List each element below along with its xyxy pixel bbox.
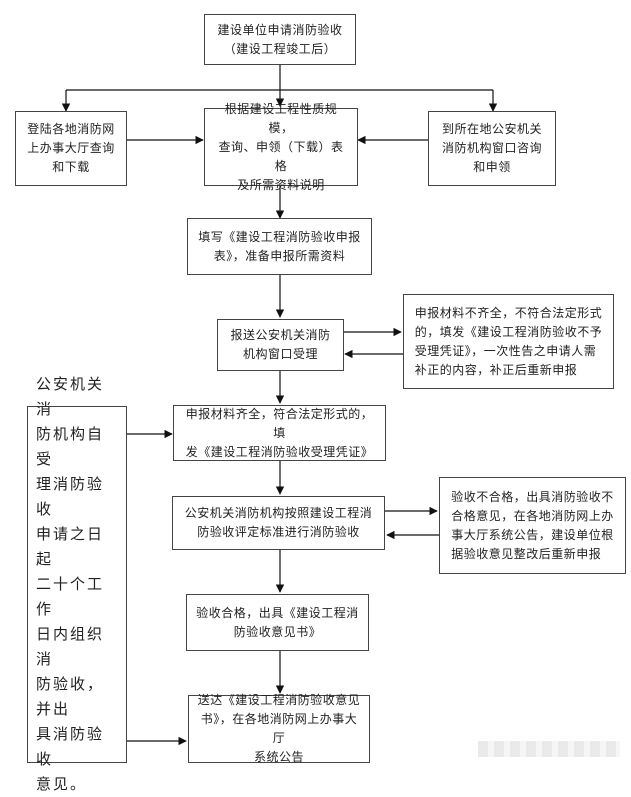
submit-text: 报送公安机关消防 机构窗口受理 xyxy=(230,328,331,361)
deadline-note-text: 公安机关消 防机构自受 理消防验收 申请之日起 二十个工作 日内组织消 防验收，… xyxy=(36,375,105,793)
fill-form-text: 填写《建设工程消防验收申报 表》，准备申报所需资料 xyxy=(198,229,361,263)
online-lookup-text: 登陆各地消防网 上办事大厅查询 和下载 xyxy=(27,122,115,174)
counter-node: 到所在地公安机关 消防机构窗口咨询 和申领 xyxy=(428,111,556,186)
start-node-text: 建设单位申请消防验收 （建设工程竣工后） xyxy=(217,22,343,56)
failed-node: 验收不合格，出具消防验收不 合格意见，在各地消防网上办 事大厅系统公告，建设单位… xyxy=(439,477,626,574)
consult-node: 根据建设工程性质规模， 查询、申领（下载）表格 及所需资料说明 xyxy=(204,102,358,192)
connector-layer xyxy=(61,65,498,746)
failed-text: 验收不合格，出具消防验收不 合格意见，在各地消防网上办 事大厅系统公告，建设单位… xyxy=(451,489,614,561)
submit-node: 报送公安机关消防 机构窗口受理 xyxy=(217,319,344,371)
incomplete-node: 申报材料不齐全，不符合法定形式 的，填发《建设工程消防验收不予 受理凭证》，一次… xyxy=(403,294,614,389)
inspection-node: 公安机关消防机构按照建设工程消 防验收评定标准进行消防验收 xyxy=(172,496,385,550)
fill-form-node: 填写《建设工程消防验收申报 表》，准备申报所需资料 xyxy=(187,218,372,275)
incomplete-text: 申报材料不齐全，不符合法定形式 的，填发《建设工程消防验收不予 受理凭证》，一次… xyxy=(414,305,603,377)
inspection-text: 公安机关消防机构按照建设工程消 防验收评定标准进行消防验收 xyxy=(184,506,373,539)
accepted-node: 申报材料齐全，符合法定形式的，填 发《建设工程消防验收受理凭证》 xyxy=(173,405,386,461)
deliver-node: 送达《建设工程消防验收意见 书》，在各地消防网上办事大厅 系统公告 xyxy=(188,693,370,764)
accepted-text: 申报材料齐全，符合法定形式的，填 发《建设工程消防验收受理凭证》 xyxy=(185,406,374,459)
passed-text: 验收合格，出具《建设工程消 防验收意见书》 xyxy=(196,605,359,639)
passed-node: 验收合格，出具《建设工程消 防验收意见书》 xyxy=(186,594,369,651)
deliver-text: 送达《建设工程消防验收意见 书》，在各地消防网上办事大厅 系统公告 xyxy=(197,693,361,764)
online-lookup-node: 登陆各地消防网 上办事大厅查询 和下载 xyxy=(15,111,127,186)
deadline-note-node: 公安机关消 防机构自受 理消防验收 申请之日起 二十个工作 日内组织消 防验收，… xyxy=(27,375,127,793)
counter-text: 到所在地公安机关 消防机构窗口咨询 和申领 xyxy=(441,122,542,174)
consult-text: 根据建设工程性质规模， 查询、申领（下载）表格 及所需资料说明 xyxy=(218,101,344,192)
watermark xyxy=(478,741,620,757)
start-node: 建设单位申请消防验收 （建设工程竣工后） xyxy=(204,14,356,65)
